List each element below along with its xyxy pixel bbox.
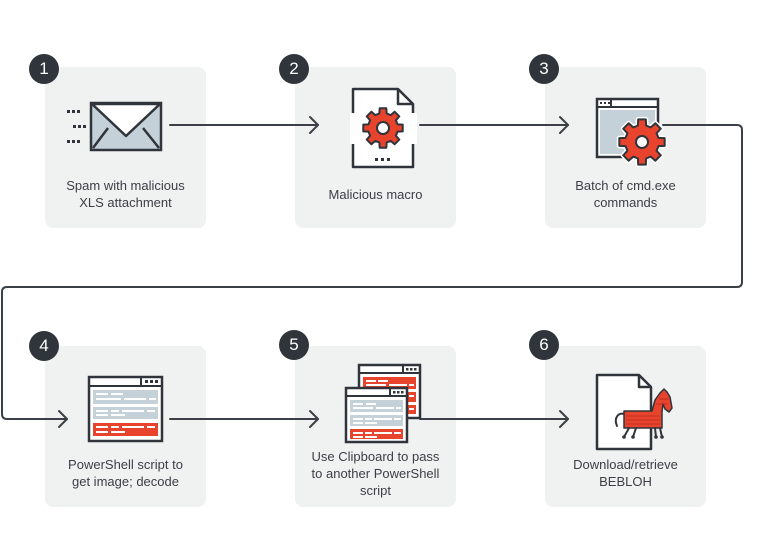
step-5-badge: 5 xyxy=(279,330,309,360)
trojan-horse-icon xyxy=(614,388,673,439)
connector-2-to-3 xyxy=(419,116,569,134)
arrow-head-icon xyxy=(559,410,569,428)
step-6-label: Download/retrieve BEBLOH xyxy=(573,457,678,489)
arrow-head-icon xyxy=(309,410,319,428)
arrow-head-icon xyxy=(58,410,68,428)
window-gear-icon xyxy=(595,97,668,168)
step-3-box: Batch of cmd.exe commands xyxy=(545,67,706,228)
step-6-badge: 6 xyxy=(529,330,559,360)
step-2-badge: 2 xyxy=(279,54,309,84)
connector-1-to-2 xyxy=(169,116,319,134)
step-1-label-wrap: Spam with malicious XLS attachment xyxy=(45,164,206,224)
step-4-label-wrap: PowerShell script to get image; decode xyxy=(45,443,206,503)
trojan-horse-document-icon xyxy=(595,373,673,451)
two-script-windows-icon xyxy=(344,363,422,444)
step-3-badge: 3 xyxy=(529,54,559,84)
connector-5-to-6 xyxy=(419,410,569,428)
step-3-label: Batch of cmd.exe commands xyxy=(575,178,676,210)
step-1-label: Spam with malicious XLS attachment xyxy=(66,178,185,210)
step-2-label-wrap: Malicious macro xyxy=(295,164,456,224)
connector-3-to-4 xyxy=(1,124,743,428)
step-1-badge: 1 xyxy=(29,54,59,84)
step-2-label: Malicious macro xyxy=(328,186,423,202)
motion-dots xyxy=(67,110,86,143)
step-1-box: Spam with malicious XLS attachment xyxy=(45,67,206,228)
step-5-label: Use Clipboard to pass to another PowerSh… xyxy=(311,448,440,498)
step-5-label-wrap: Use Clipboard to pass to another PowerSh… xyxy=(295,443,456,503)
step-4-badge: 4 xyxy=(29,331,59,361)
envelope-icon xyxy=(67,101,163,152)
arrow-head-icon xyxy=(309,116,319,134)
document-gear-icon xyxy=(350,87,417,169)
step-4-label: PowerShell script to get image; decode xyxy=(68,457,183,489)
front-window xyxy=(344,386,409,444)
script-window-icon xyxy=(87,375,164,443)
step-3-label-wrap: Batch of cmd.exe commands xyxy=(545,164,706,224)
step-6-label-wrap: Download/retrieve BEBLOH xyxy=(545,443,706,503)
arrow-head-icon xyxy=(559,116,569,134)
connector-4-to-5 xyxy=(169,410,319,428)
